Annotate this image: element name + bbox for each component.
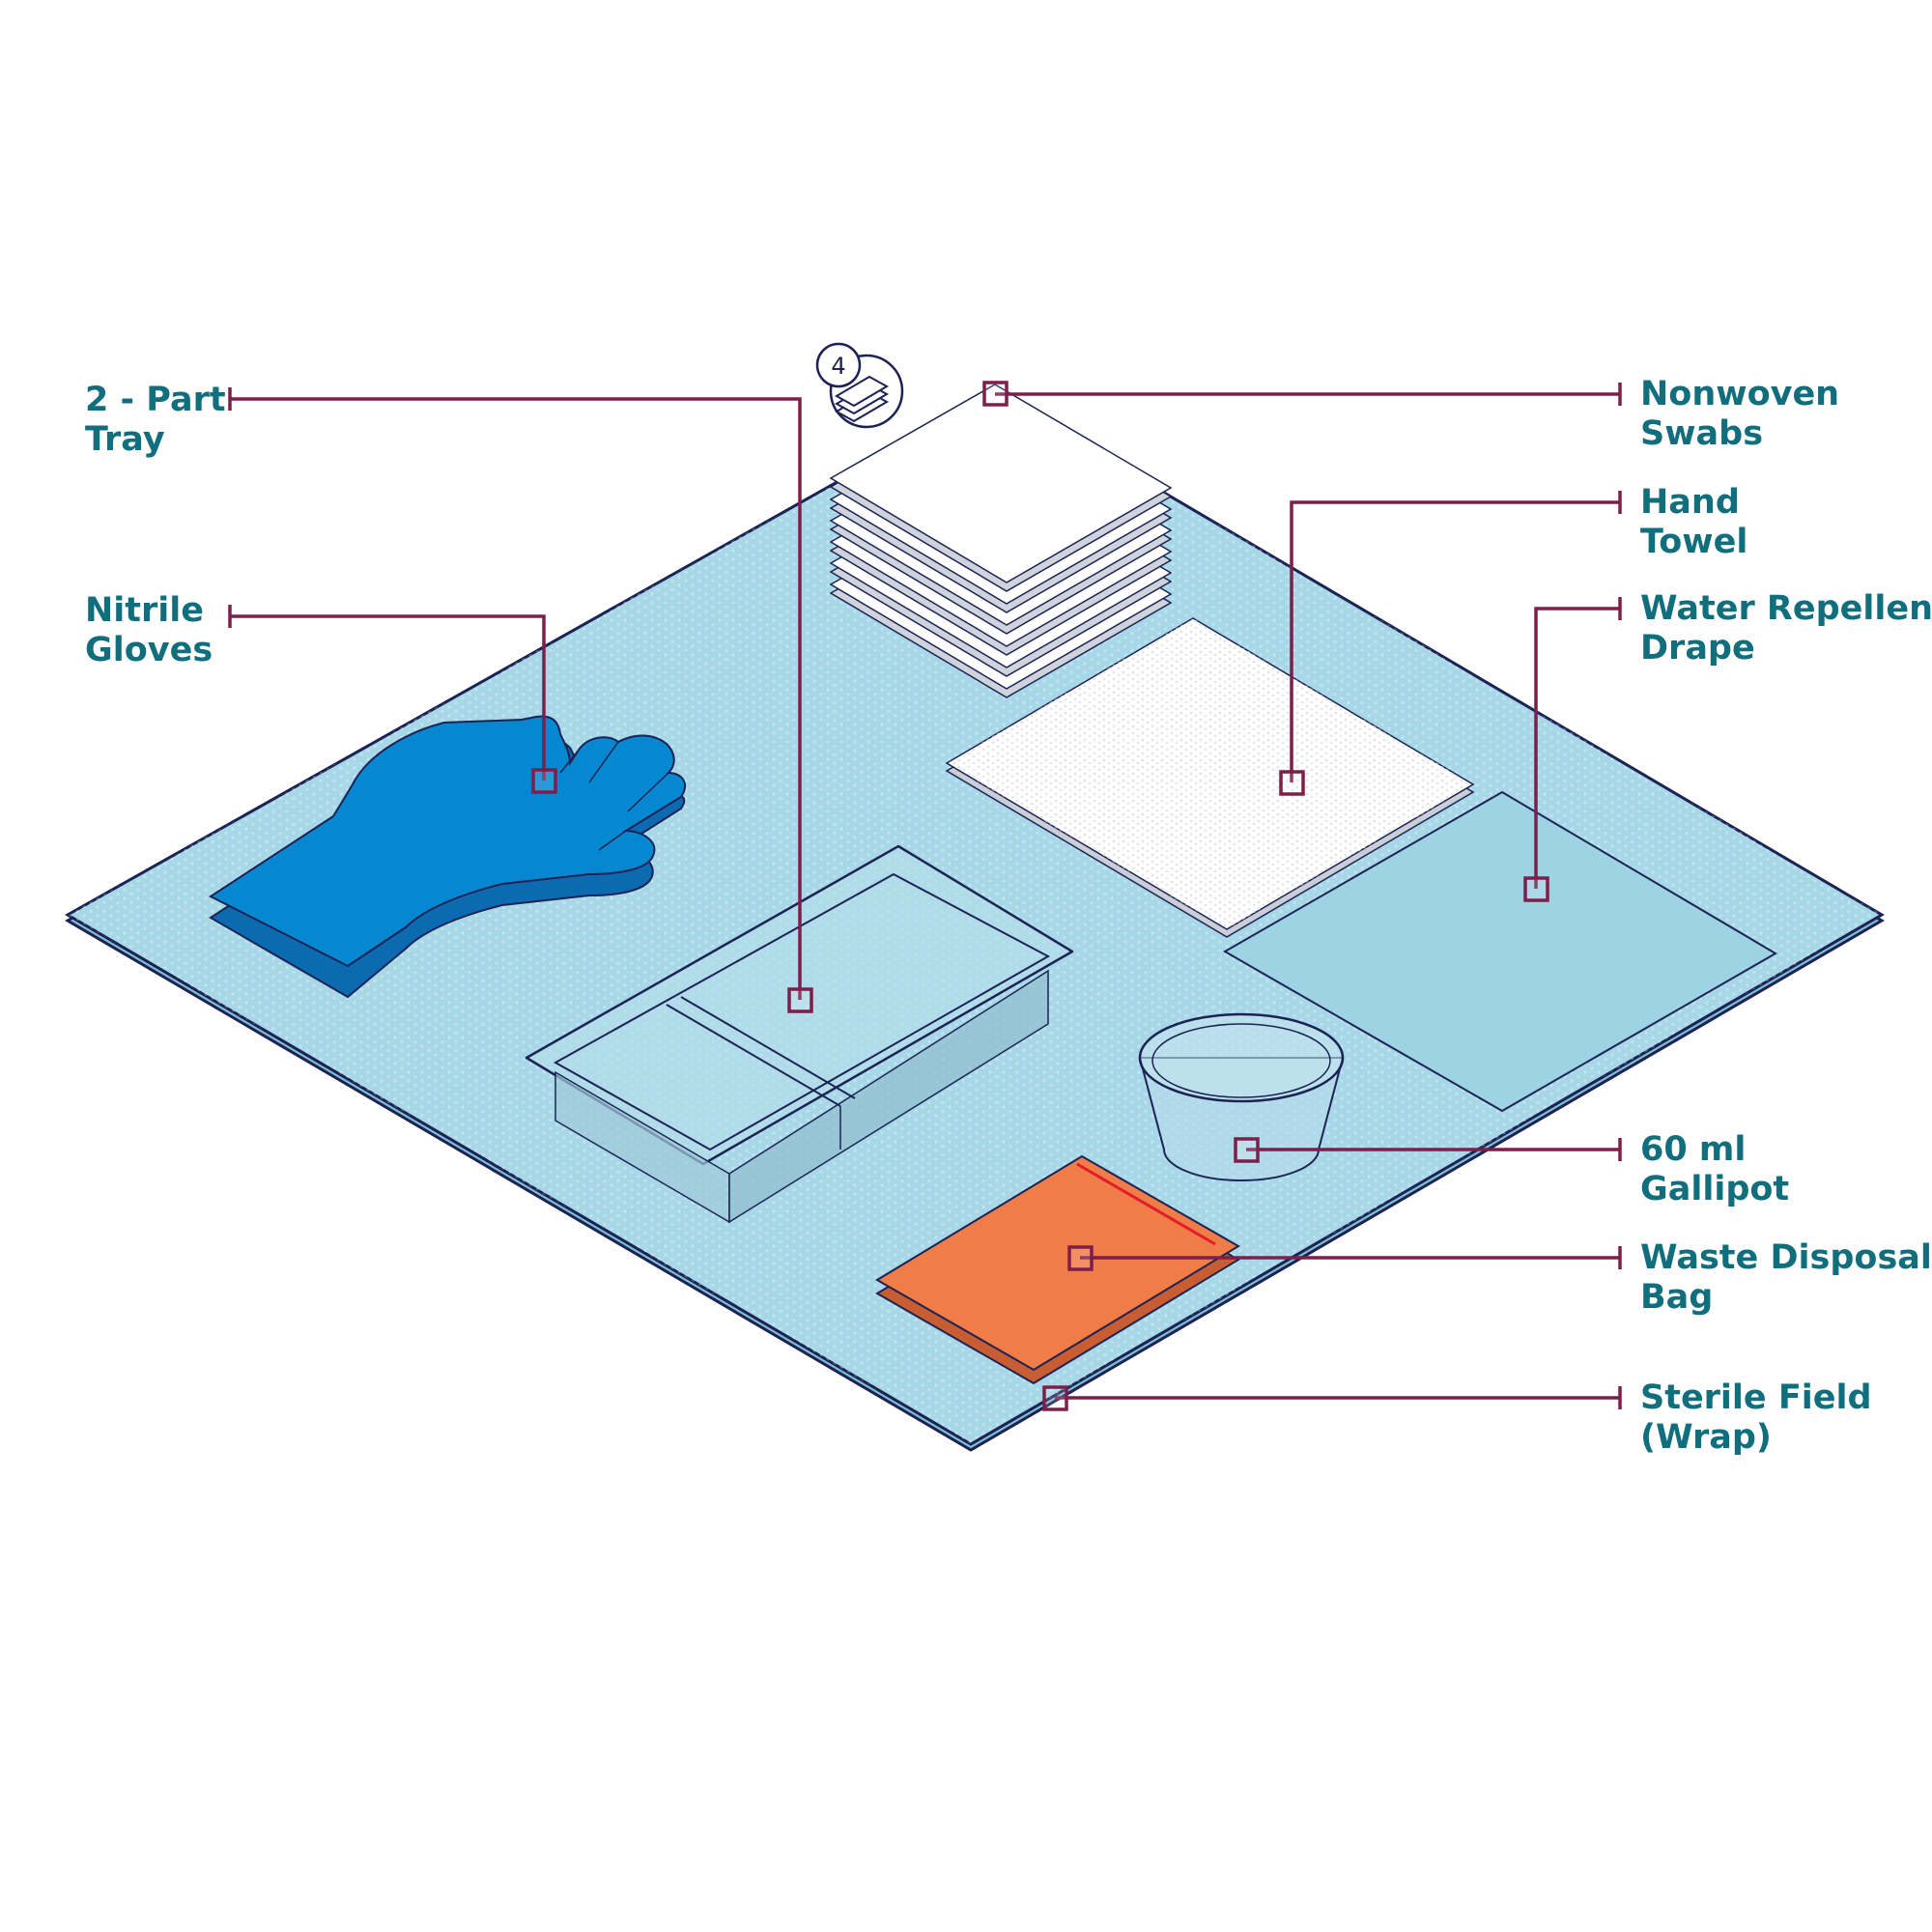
leader-lines: [228, 383, 1622, 1409]
swab-stack-icon: [834, 375, 890, 423]
swab-count: 4: [831, 353, 845, 380]
label-gallipot: 60 ml Gallipot: [1640, 1130, 1789, 1208]
label-swabs: Nonwoven Swabs: [1640, 375, 1851, 453]
callout-labels: 2 - Part Tray Nitrile Gloves Nonwoven Sw…: [85, 375, 1932, 1457]
label-drape: Water Repellent Drape: [1640, 589, 1932, 668]
callout-markers: [531, 381, 1549, 1411]
waste-disposal-bag: [875, 1154, 1240, 1385]
bag-marker: [1067, 1245, 1094, 1271]
tray-marker: [787, 987, 813, 1013]
swab-sheet: [829, 384, 1173, 583]
two-part-tray: [525, 844, 1074, 1224]
label-tray: 2 - Part Tray: [85, 381, 238, 459]
swab-count-badge: 4: [815, 342, 904, 429]
nonwoven-swab-stack: [829, 384, 1173, 698]
towel-marker: [1279, 770, 1305, 796]
water-repellent-drape: [1222, 790, 1777, 1113]
swabs-marker: [982, 381, 1009, 407]
nitrile-gloves: [209, 715, 687, 999]
field-marker: [1042, 1385, 1068, 1411]
label-field: Sterile Field (Wrap): [1640, 1378, 1884, 1457]
drape-marker: [1523, 876, 1549, 902]
gallipot-marker: [1234, 1137, 1260, 1163]
gloves-marker: [531, 768, 557, 794]
hand-towel: [945, 617, 1475, 938]
label-bag: Waste Disposal Bag: [1640, 1238, 1932, 1317]
label-gloves: Nitrile Gloves: [85, 591, 215, 669]
label-towel: Hand Towel: [1640, 483, 1751, 561]
